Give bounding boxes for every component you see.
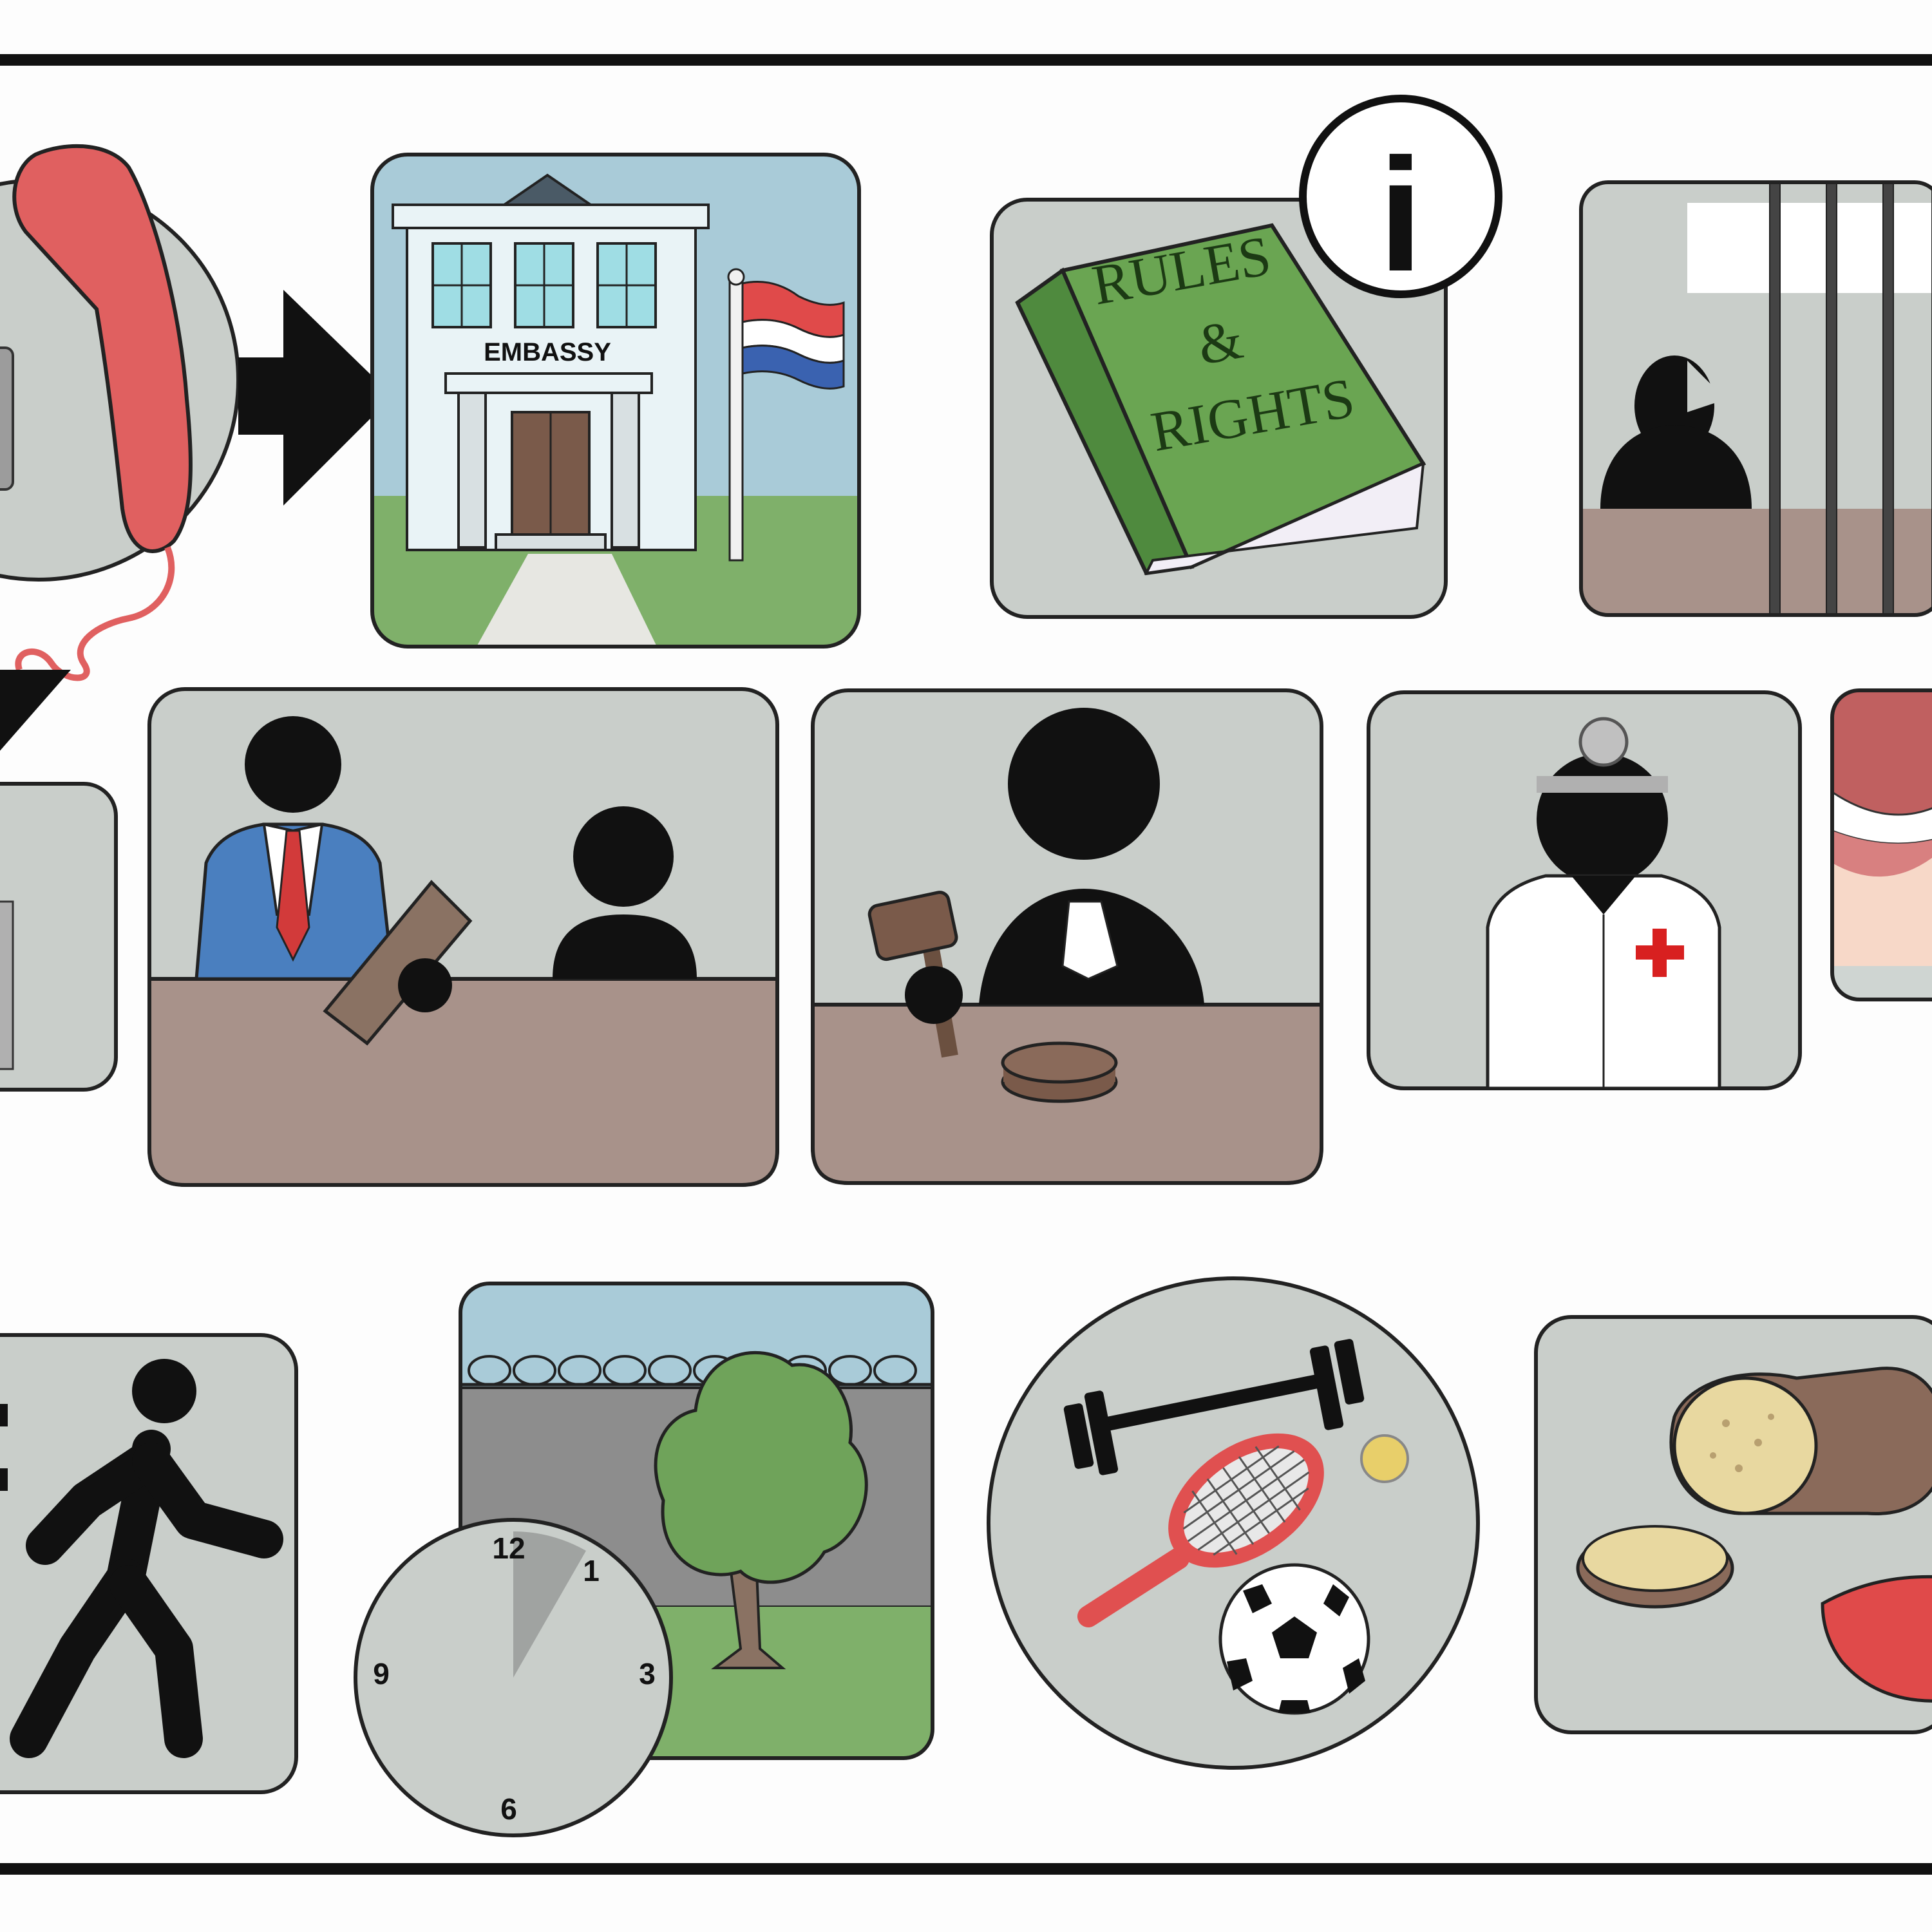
- frame-top-line: [0, 54, 1932, 66]
- frame-bottom-line: [0, 1863, 1932, 1875]
- dentist-mouth-icon: [1830, 688, 1932, 1001]
- doctor-icon: [1367, 690, 1802, 1090]
- clock-number-3: 3: [639, 1657, 656, 1690]
- book-title-line2: &: [1193, 308, 1247, 377]
- clock-number-1: 1: [583, 1554, 600, 1587]
- clock-number-9: 9: [373, 1657, 390, 1690]
- arrow-right-icon: [238, 290, 393, 506]
- embassy-icon: EMBASSY: [370, 153, 861, 649]
- embassy-sign: EMBASSY: [484, 338, 611, 366]
- judge-gavel-icon: [811, 688, 1323, 1185]
- clock-number-6: 6: [500, 1792, 517, 1826]
- phone-icon: [0, 144, 240, 681]
- flag-netherlands-icon: [727, 268, 845, 562]
- walking-person-icon: [0, 1333, 298, 1794]
- rules-rights-book-icon: RULES & RIGHTS: [990, 198, 1448, 619]
- sports-icon: [987, 1276, 1480, 1770]
- partial-panel-left: [0, 782, 118, 1092]
- prison-cell-icon: [1579, 180, 1932, 617]
- arrow-down-icon: [0, 670, 71, 751]
- lawyer-meeting-icon: [147, 687, 779, 1187]
- info-icon: i: [1299, 95, 1502, 305]
- clock-icon: 12 1 3 6 9: [354, 1518, 673, 1837]
- info-letter: i: [1378, 125, 1423, 305]
- food-bread-icon: [1534, 1315, 1932, 1734]
- clock-number-12: 12: [492, 1531, 525, 1565]
